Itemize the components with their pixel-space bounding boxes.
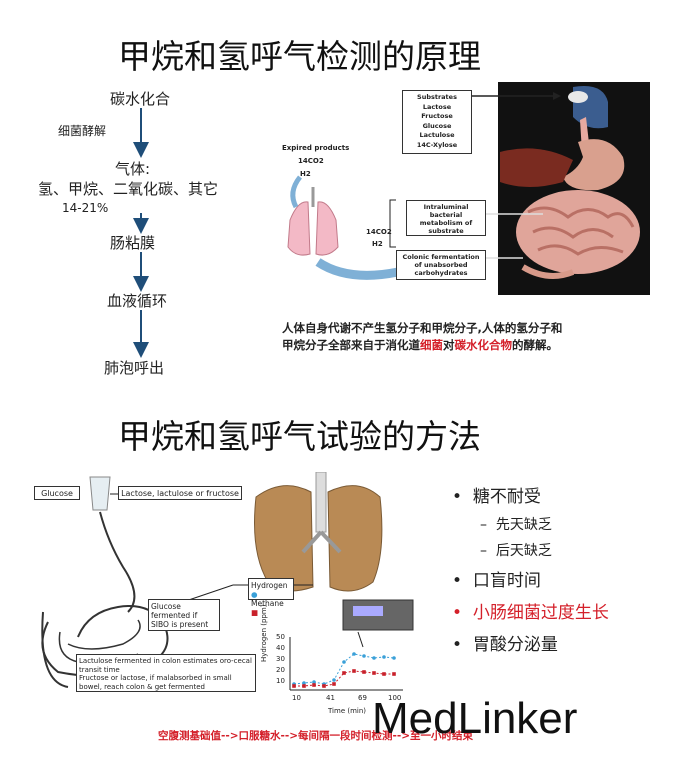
colonic-box: Colonic fermentation of unabsorbed carbo…	[396, 250, 486, 280]
substrates-title: Substrates	[417, 93, 457, 101]
breath-chart	[289, 637, 403, 691]
chart-y-tick: 50	[276, 633, 285, 641]
mid-h2: H2	[372, 240, 383, 248]
expired-co2: 14CO2	[298, 157, 324, 165]
caption-text: 的酵解。	[512, 338, 558, 352]
substrate-item: Fructose	[421, 112, 453, 120]
hydrogen-point	[372, 656, 376, 660]
chart-x-tick: 69	[358, 694, 367, 702]
legend-hydrogen: Hydrogen	[251, 581, 288, 590]
bullet-text: 口盲时间	[472, 571, 541, 591]
flow-step-carbohydrate: 碳水化合	[110, 90, 171, 108]
flow-step-blood: 血液循环	[107, 292, 168, 310]
bullet-text: 糖不耐受	[472, 487, 541, 507]
caption-text: 甲烷分子全部来自于消化道	[282, 338, 420, 352]
lactulose-note: Lactulose fermented in colon estimates o…	[76, 654, 256, 692]
section1-title: 甲烷和氢呼气检测的原理	[118, 37, 481, 76]
substrate-item: Lactulose	[419, 131, 455, 139]
caption-highlight-carbohydrate: 碳水化合物	[454, 338, 513, 352]
flow-step-gas-title: 气体:	[115, 160, 151, 178]
chart-y-tick: 20	[276, 666, 285, 674]
fructose-note-text: Fructose or lactose, if malabsorbed in s…	[79, 674, 232, 691]
methane-point	[392, 672, 396, 676]
chart-x-tick: 10	[292, 694, 301, 702]
chart-x-label: Time (min)	[328, 707, 367, 715]
expired-products-title: Expired products	[282, 144, 350, 152]
flow-label-fermentation: 细菌酵解	[58, 124, 107, 138]
flow-step-mucosa: 肠粘膜	[110, 234, 156, 252]
procedure-footer: 空腹测基础值-->口服糖水-->每间隔一段时间检测-->至一小时结束	[158, 730, 474, 742]
mid-co2: 14CO2	[366, 228, 392, 236]
caption-highlight-bacteria: 细菌	[420, 338, 443, 352]
hydrogen-point	[382, 655, 386, 659]
caption-text: 对	[443, 338, 455, 352]
glucose-sibo-note: Glucose fermented if SIBO is present	[148, 599, 220, 631]
bullet-item: • 胃酸分泌量	[452, 635, 558, 655]
method-figure: Glucose Lactose, lactulose or fructose G…	[28, 472, 430, 722]
bullet-item: • 糖不耐受	[452, 487, 541, 507]
bullet-item-highlight: • 小肠细菌过度生长	[452, 603, 609, 623]
bullet-text: 胃酸分泌量	[472, 635, 558, 655]
hydrogen-point	[392, 656, 396, 660]
methane-point	[322, 684, 326, 688]
expired-h2: H2	[300, 170, 311, 178]
glucose-label: Glucose	[34, 486, 80, 500]
bullet-item: • 口盲时间	[452, 571, 541, 591]
gas-legend: Hydrogen ● Methane ■	[248, 578, 294, 617]
chart-x-tick: 100	[388, 694, 402, 702]
hydrogen-point	[352, 652, 356, 656]
principle-caption: 人体自身代谢不产生氢分子和甲烷分子,人体的氢分子和 甲烷分子全部来自于消化道细菌…	[282, 320, 562, 354]
methane-point	[332, 682, 336, 686]
other-sugars-label: Lactose, lactulose or fructose	[118, 486, 242, 500]
methane-line	[294, 670, 394, 687]
substrate-item: Lactose	[422, 102, 452, 111]
hydrogen-point	[342, 660, 346, 664]
methane-point	[292, 684, 296, 688]
substrate-item: 14C-Xylose	[416, 140, 458, 149]
substrates-box: Substrates Lactose Fructose Glucose Lact…	[402, 90, 472, 154]
sub-bullet-item: – 先天缺乏	[480, 517, 552, 533]
chart-y-tick: 10	[276, 677, 285, 685]
chart-x-tick: 41	[326, 694, 335, 702]
flow-arrows	[133, 108, 149, 358]
methane-point	[352, 669, 356, 673]
watermark-logo: MedLinker	[372, 694, 578, 743]
hydrogen-point	[362, 654, 366, 658]
methane-point	[362, 670, 366, 674]
flow-step-gas-list: 氢、甲烷、二氧化碳、其它	[38, 180, 219, 198]
bullet-text: 小肠细菌过度生长	[472, 603, 609, 623]
flow-percent: 14-21%	[62, 201, 109, 215]
hydrogen-point	[302, 681, 306, 685]
chart-y-label: Hydrogen (ppm)	[260, 604, 268, 662]
hydrogen-line	[293, 653, 395, 685]
hydrogen-point	[332, 678, 336, 682]
sub-bullet-text: 后天缺乏	[495, 543, 552, 559]
sub-bullet-text: 先天缺乏	[495, 517, 552, 533]
methane-point	[342, 671, 346, 675]
methane-point	[312, 683, 316, 687]
hydrogen-dot-icon: ●	[251, 590, 258, 599]
hydrogen-point	[312, 680, 316, 684]
chart-y-tick: 40	[276, 644, 285, 652]
principle-figure: Substrates Lactose Fructose Glucose Lact…	[278, 82, 650, 295]
caption-line-2: 甲烷分子全部来自于消化道细菌对碳水化合物的酵解。	[282, 337, 562, 354]
flow-step-lung: 肺泡呼出	[104, 359, 165, 377]
chart-y-tick: 30	[276, 655, 285, 663]
sub-bullet-item: – 后天缺乏	[480, 543, 552, 559]
methane-point	[382, 672, 386, 676]
methane-point	[302, 684, 306, 688]
lactulose-note-text: Lactulose fermented in colon estimates o…	[79, 657, 252, 674]
caption-line-1: 人体自身代谢不产生氢分子和甲烷分子,人体的氢分子和	[282, 321, 563, 335]
legend-methane: Methane	[251, 599, 284, 608]
intraluminal-box: Intraluminal bacterial metabolism of sub…	[406, 200, 486, 236]
methane-point	[372, 671, 376, 675]
section2-title: 甲烷和氢呼气试验的方法	[118, 417, 481, 456]
methane-square-icon: ■	[251, 608, 259, 617]
substrate-item: Glucose	[422, 121, 452, 130]
